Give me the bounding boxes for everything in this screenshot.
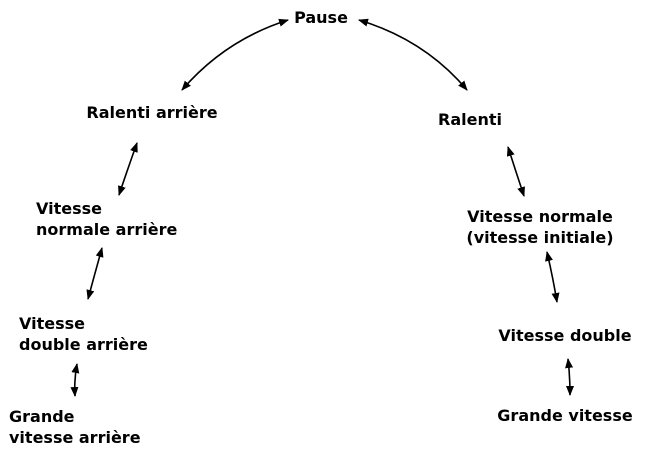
node-ralenti-arriere: Ralenti arrière (62, 102, 242, 123)
node-vitesse-normale-line-2: (vitesse initiale) (466, 228, 614, 247)
node-vitesse-double-arriere-line-2: double arrière (19, 335, 148, 354)
node-vitesse-double-line-1: Vitesse double (498, 326, 632, 345)
node-vitesse-normale-arriere: Vitesse normale arrière (36, 198, 177, 240)
node-ralenti: Ralenti (420, 109, 520, 130)
node-pause-line-1: Pause (294, 8, 348, 27)
node-grande-vitesse-arriere-line-1: Grande (9, 407, 75, 426)
node-vitesse-double-arriere: Vitesse double arrière (19, 313, 148, 355)
arrow-vitesse-normale-vitesse-double (545, 251, 560, 303)
node-vitesse-normale: Vitesse normale (vitesse initiale) (430, 206, 650, 248)
node-pause: Pause (271, 7, 371, 28)
arrow-vitesse-normale-arriere-vitesse-double-arriere (86, 247, 104, 300)
node-grande-vitesse-arriere: Grande vitesse arrière (9, 406, 141, 448)
node-grande-vitesse-line-1: Grande vitesse (497, 406, 633, 425)
arrow-ralenti-vitesse-normale (506, 146, 525, 197)
node-grande-vitesse-arriere-line-2: vitesse arrière (9, 428, 141, 447)
node-grande-vitesse: Grande vitesse (480, 405, 650, 426)
node-vitesse-double: Vitesse double (480, 325, 650, 346)
node-ralenti-arriere-line-1: Ralenti arrière (86, 103, 218, 122)
node-vitesse-normale-arriere-line-2: normale arrière (36, 220, 178, 239)
node-vitesse-double-arriere-line-1: Vitesse (19, 314, 85, 333)
arrow-ralenti-arriere-vitesse-normale-arriere (118, 142, 138, 196)
node-vitesse-normale-line-1: Vitesse normale (467, 207, 613, 226)
node-vitesse-normale-arriere-line-1: Vitesse (36, 199, 102, 218)
arrow-vitesse-double-grande-vitesse (565, 358, 574, 396)
arrow-pause-ralenti (358, 18, 468, 91)
node-ralenti-line-1: Ralenti (438, 110, 502, 129)
arrow-vitesse-double-arriere-grande-vitesse-arriere (70, 363, 80, 397)
arrow-pause-ralenti-arriere (181, 18, 289, 91)
